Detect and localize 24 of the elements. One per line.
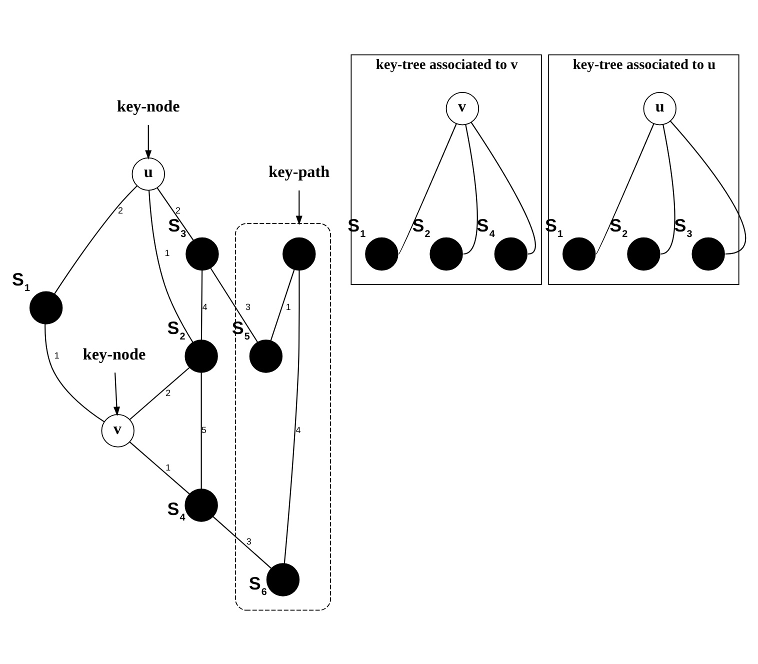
edge-label: 5 [202, 424, 207, 435]
edge-label: 1 [286, 302, 291, 312]
node-label: S$_{2}$ [610, 215, 628, 240]
edge-label: 2 [166, 387, 171, 398]
edge-label: 3 [245, 302, 250, 312]
edge-label: 2 [175, 205, 180, 216]
edge-label: 1 [166, 462, 171, 472]
node-label: S$_{2}$ [167, 317, 186, 342]
edge-label: 4 [296, 424, 301, 435]
node-label: S$_{3}$ [168, 215, 186, 240]
edge-label: 2 [118, 205, 124, 216]
edge-label: 1 [164, 248, 170, 258]
node-label: S$_{4}$ [167, 498, 186, 524]
node-label: S$_{4}$ [476, 215, 495, 240]
node-label: S$_{6}$ [248, 573, 267, 598]
edge-label: 1 [54, 350, 60, 360]
node-label: S$_{1}$ [12, 268, 30, 294]
node-text: key-path [268, 164, 330, 181]
node-label: S$_{5}$ [232, 317, 250, 342]
node-text: key-node [116, 98, 180, 116]
node-label: S$_{2}$ [412, 215, 430, 240]
edge-label: 3 [246, 536, 252, 546]
edge-label: 4 [202, 302, 208, 312]
node-text: key-node [82, 346, 146, 363]
